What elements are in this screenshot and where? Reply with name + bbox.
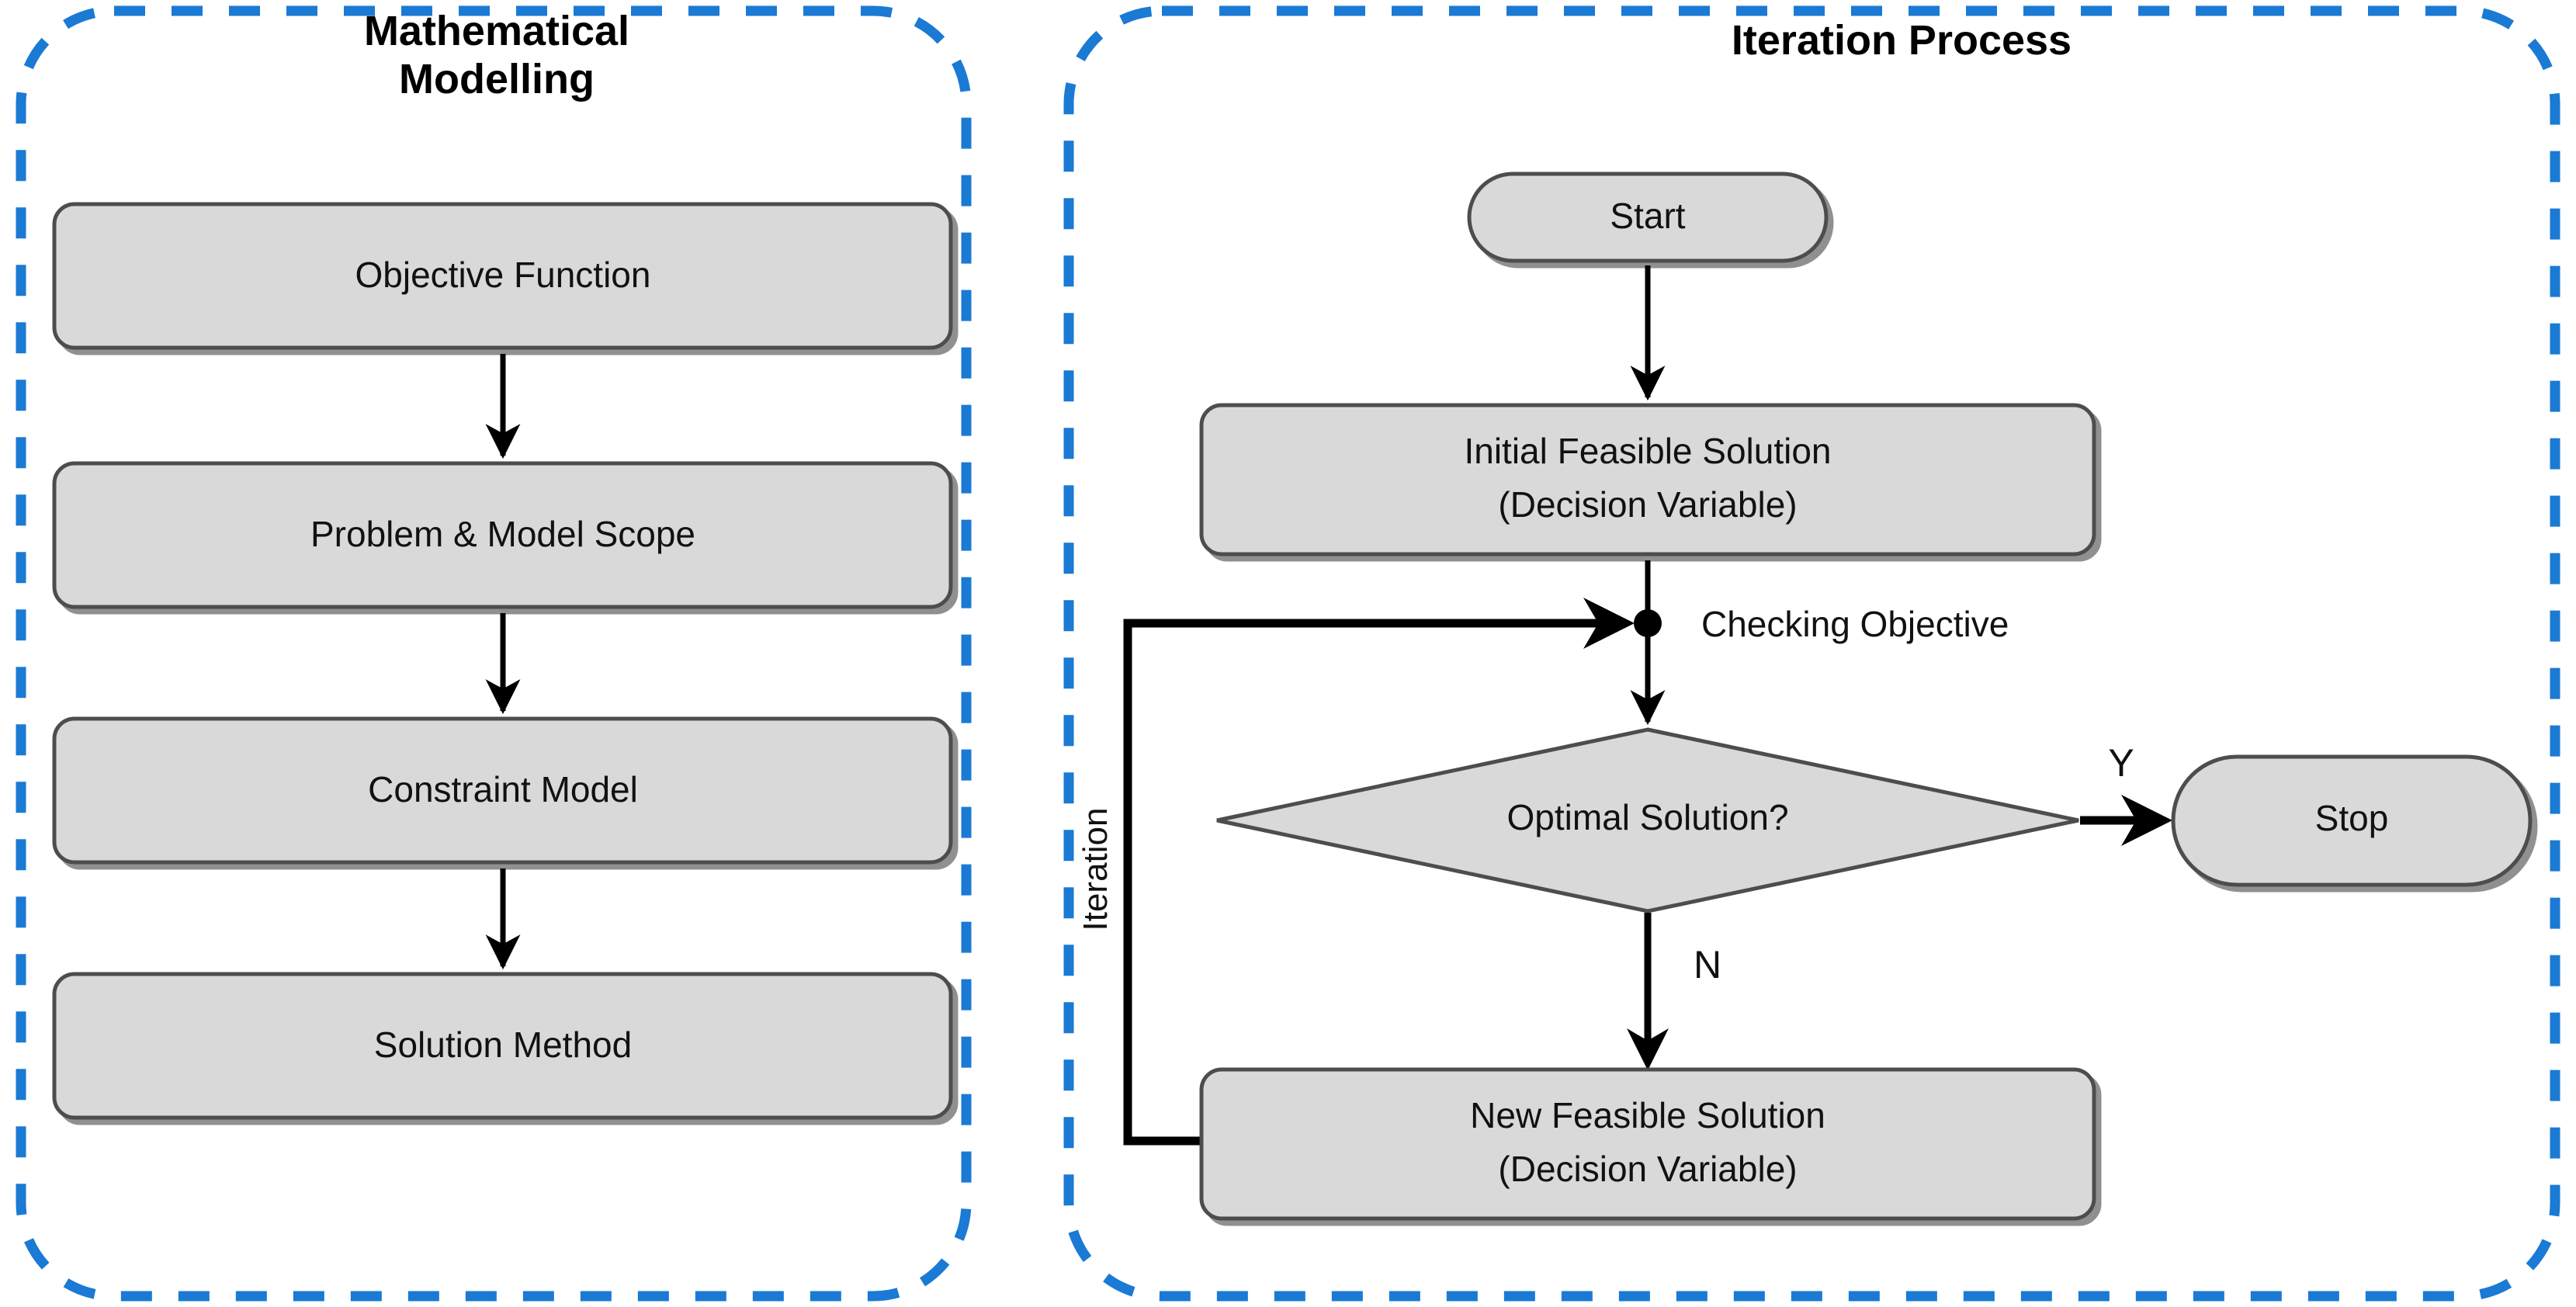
node-initial-feasible-solution-label-line2: (Decision Variable) (1498, 484, 1797, 525)
node-stop-label: Stop (2315, 798, 2389, 838)
node-start-shape (1467, 172, 1829, 263)
edge-label-no: N (1694, 943, 1721, 986)
panel-title-mathematical-modelling-line1: Mathematical (364, 8, 629, 54)
node-new-feasible-solution-label-line1: New Feasible Solution (1470, 1095, 1825, 1135)
node-optimal-solution-decision-label: Optimal Solution? (1506, 797, 1788, 837)
node-start-label: Start (1610, 196, 1685, 236)
node-objective-function-shape (52, 202, 953, 350)
node-problem-model-scope-label: Problem & Model Scope (310, 514, 695, 554)
node-new-feasible-solution-label-line2: (Decision Variable) (1498, 1149, 1797, 1189)
panel-border-mathematical-modelling (16, 5, 972, 1302)
node-constraint-model-label: Constraint Model (368, 769, 638, 810)
node-problem-model-scope[interactable]: Problem & Model Scope (52, 461, 953, 609)
node-optimal-solution-decision[interactable]: Optimal Solution? (1216, 727, 2079, 914)
junction-dot (1634, 609, 1662, 637)
node-initial-feasible-solution-label-line1: Initial Feasible Solution (1464, 431, 1831, 471)
node-stop-shape (2171, 754, 2533, 887)
connector-feedback-iteration-loop (1123, 598, 1635, 1146)
node-start[interactable]: Start (1467, 172, 1829, 263)
panel-iteration-process: Iteration Process Start Initial Feasible… (1063, 5, 2560, 1302)
node-constraint-model[interactable]: Constraint Model (52, 716, 953, 865)
panel-title-mathematical-modelling-line2: Modelling (399, 56, 595, 102)
edge-label-iteration: Iteration (1077, 808, 1115, 931)
node-constraint-model-shape (52, 716, 953, 865)
node-solution-method[interactable]: Solution Method (52, 972, 953, 1120)
node-stop[interactable]: Stop (2171, 754, 2533, 887)
panel-border-iteration-process (1063, 5, 2560, 1302)
node-new-feasible-solution-shape (1199, 1067, 2096, 1221)
node-objective-function-label: Objective Function (355, 255, 651, 295)
node-solution-method-label: Solution Method (374, 1024, 632, 1065)
edge-label-yes: Y (2108, 741, 2134, 785)
panel-mathematical-modelling: Mathematical Modelling Objective Functio… (16, 5, 972, 1302)
node-optimal-solution-decision-shape (1216, 727, 2079, 914)
node-initial-feasible-solution[interactable]: Initial Feasible Solution (Decision Vari… (1199, 403, 2096, 556)
node-solution-method-shape (52, 972, 953, 1120)
node-problem-model-scope-shape (52, 461, 953, 609)
node-initial-feasible-solution-shape (1199, 403, 2096, 556)
node-new-feasible-solution[interactable]: New Feasible Solution (Decision Variable… (1199, 1067, 2096, 1221)
node-objective-function[interactable]: Objective Function (52, 202, 953, 350)
edge-label-checking-objective: Checking Objective (1701, 604, 2009, 644)
panel-title-iteration-process: Iteration Process (1732, 17, 2072, 64)
